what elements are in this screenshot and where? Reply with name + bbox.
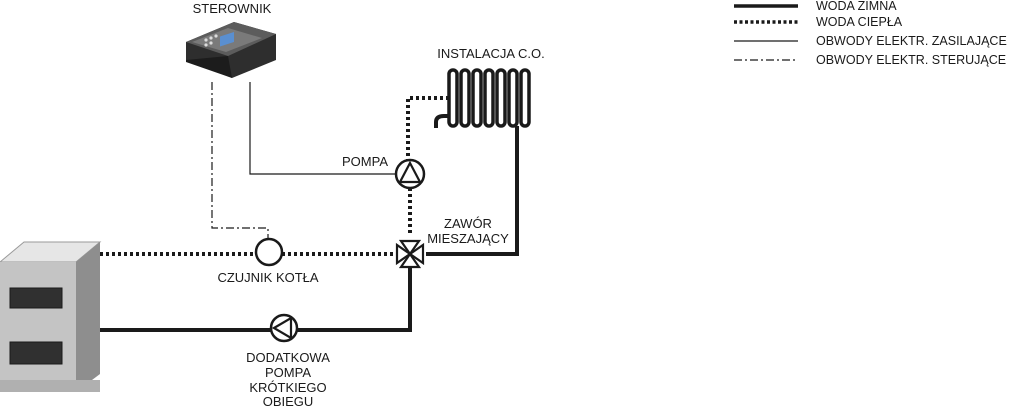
boiler-sensor <box>254 237 284 267</box>
boiler-upper-door <box>9 287 63 309</box>
extra-pump-label-line3: KRÓTKIEGO <box>249 380 326 395</box>
legend-label-control-circuit: OBWODY ELEKTR. STERUJĄCE <box>816 53 1006 67</box>
legend-label-hot-water: WODA CIEPŁA <box>816 15 903 29</box>
short-circuit-pump <box>269 313 299 343</box>
radiator-return-stub <box>434 114 449 128</box>
radiator-return-pipe <box>426 126 519 256</box>
extra-pump-label-line2: POMPA <box>265 365 311 380</box>
pump-label: POMPA <box>342 154 388 169</box>
sensor-control-wire <box>211 82 269 240</box>
extra-pump-label-line4: OBIEGU <box>263 394 314 409</box>
return-pipe-a <box>296 268 412 332</box>
mixing-valve-label-line1: ZAWÓR <box>444 216 492 231</box>
circulation-pump <box>394 158 426 190</box>
legend-label-cold-water: WODA ZIMNA <box>816 0 897 13</box>
controller-label: STEROWNIK <box>193 1 272 16</box>
boiler-lower-door <box>9 341 63 365</box>
legend: WODA ZIMNA WODA CIEPŁA OBWODY ELEKTR. ZA… <box>734 0 1007 67</box>
radiator-inlet-pipe <box>406 96 449 160</box>
extra-pump-label-line1: DODATKOWA <box>246 350 330 365</box>
pump-power-wire <box>249 82 396 175</box>
controller-device <box>186 22 276 78</box>
mixing-valve <box>395 239 425 269</box>
mixing-valve-label-line2: MIESZAJĄCY <box>427 231 509 246</box>
radiator <box>447 68 531 128</box>
boiler-sensor-label: CZUJNIK KOTŁA <box>217 270 318 285</box>
heating-installation-label: INSTALACJA C.O. <box>437 46 544 61</box>
boiler <box>0 241 102 392</box>
legend-label-power-circuit: OBWODY ELEKTR. ZASILAJĄCE <box>816 34 1007 48</box>
controller-screen <box>220 31 234 47</box>
